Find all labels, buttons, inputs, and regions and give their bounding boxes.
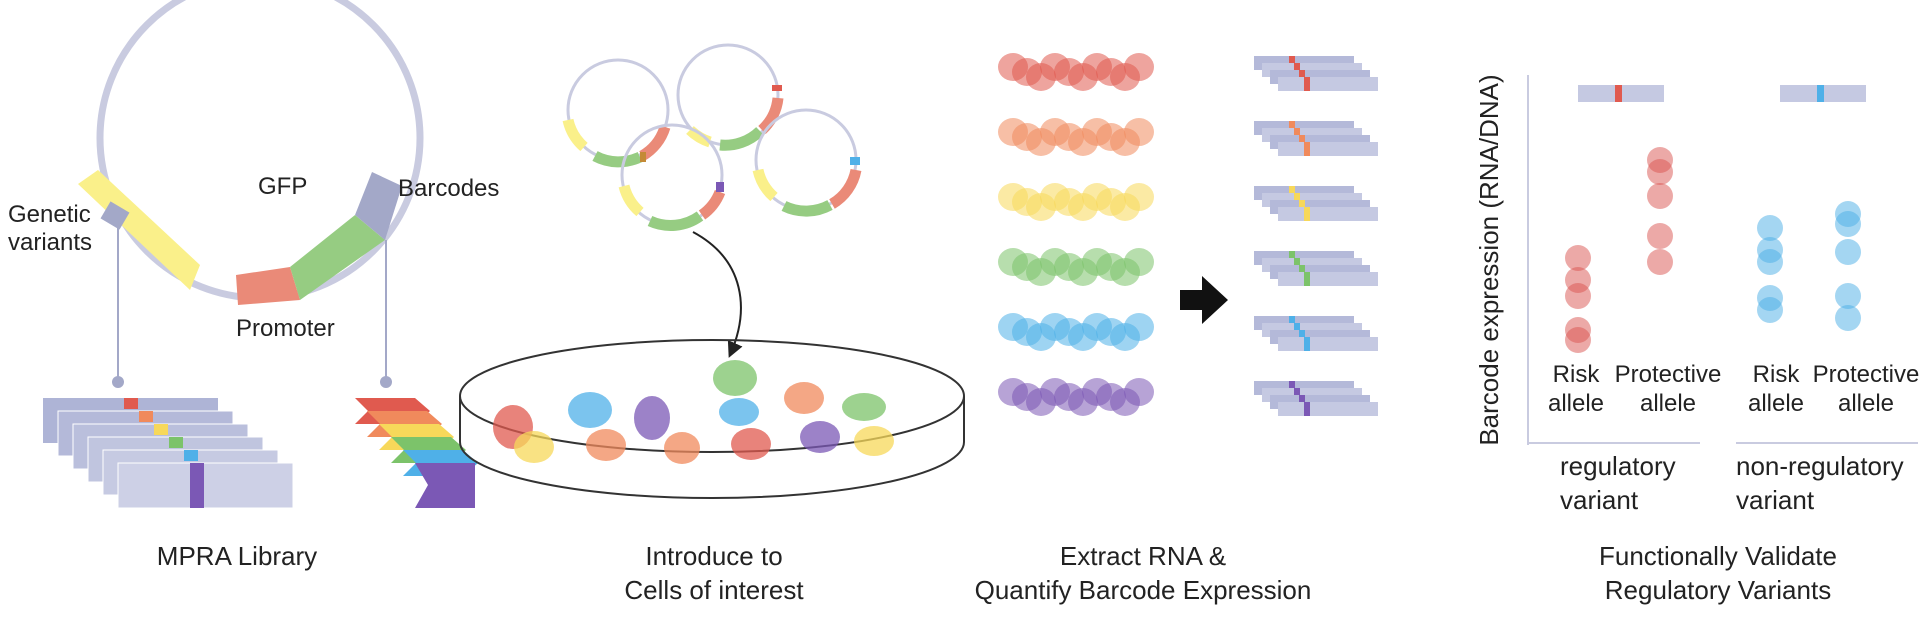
panel-extract-rna: Extract RNA & Quantify Barcode Expressio… bbox=[975, 53, 1378, 605]
cell bbox=[634, 396, 670, 440]
cell bbox=[731, 428, 771, 460]
label-prot-2-line2: allele bbox=[1838, 390, 1894, 417]
caption-validate-line2: Regulatory Variants bbox=[1605, 575, 1831, 605]
dots-risk-regulatory bbox=[1565, 245, 1591, 353]
label-risk-1-line2: allele bbox=[1548, 390, 1604, 417]
cell bbox=[514, 431, 554, 463]
dots-risk-nonregulatory bbox=[1757, 215, 1783, 323]
group1-label-line2: variant bbox=[1560, 485, 1639, 515]
label-gfp: GFP bbox=[258, 173, 307, 200]
cell bbox=[568, 392, 612, 428]
label-genetic-line1: Genetic bbox=[8, 201, 91, 228]
connector-dot bbox=[380, 376, 392, 388]
barcode-stack bbox=[1254, 186, 1378, 221]
label-risk-2-line1: Risk bbox=[1753, 361, 1801, 388]
y-axis-label: Barcode expression (RNA/DNA) bbox=[1474, 74, 1504, 445]
panel-introduce-cells: Introduce to Cells of interest bbox=[459, 43, 965, 605]
process-arrow bbox=[1180, 276, 1228, 324]
gfp-segment bbox=[290, 215, 385, 300]
rna-blob-row bbox=[998, 313, 1154, 351]
rna-blob-row bbox=[998, 53, 1154, 91]
caption-introduce-line2: Cells of interest bbox=[624, 575, 804, 605]
barcode-stack bbox=[1254, 121, 1378, 156]
variant-segment bbox=[78, 170, 200, 290]
dots-protective-nonregulatory bbox=[1835, 201, 1861, 331]
panel-validate: Barcode expression (RNA/DNA) bbox=[1474, 74, 1919, 605]
panel-mpra-library: Genetic variants GFP Barcodes Promoter bbox=[8, 0, 499, 571]
group1-label-line1: regulatory bbox=[1560, 451, 1676, 481]
barcode-chevrons bbox=[355, 398, 478, 508]
rna-blob-row bbox=[998, 378, 1154, 416]
cell bbox=[586, 429, 626, 461]
label-risk-1-line1: Risk bbox=[1553, 361, 1601, 388]
transfection-arrow bbox=[692, 231, 743, 358]
petri-dish bbox=[459, 339, 965, 499]
barcode-stack bbox=[1254, 251, 1378, 286]
label-risk-2-line2: allele bbox=[1748, 390, 1804, 417]
library-sheets bbox=[43, 398, 294, 509]
cell bbox=[719, 398, 759, 426]
rna-blob-row bbox=[998, 183, 1154, 221]
rna-blob-row bbox=[998, 248, 1154, 286]
variant-bar-nonregulatory bbox=[1780, 85, 1866, 102]
group2-label-line2: variant bbox=[1736, 485, 1815, 515]
plasmid-large bbox=[78, 0, 424, 305]
connector-dot bbox=[112, 376, 124, 388]
group2-label-line1: non-regulatory bbox=[1736, 451, 1904, 481]
cell bbox=[842, 393, 886, 421]
label-promoter: Promoter bbox=[236, 315, 335, 342]
dots-protective-regulatory bbox=[1647, 147, 1673, 275]
label-barcodes: Barcodes bbox=[398, 175, 499, 202]
rna-blob-row bbox=[998, 118, 1154, 156]
cell bbox=[854, 426, 894, 456]
cell bbox=[784, 382, 824, 414]
promoter-segment bbox=[236, 267, 300, 305]
cell bbox=[713, 360, 757, 396]
small-plasmids bbox=[562, 43, 862, 231]
cell bbox=[664, 432, 700, 464]
barcode-segment bbox=[355, 172, 402, 240]
caption-validate-line1: Functionally Validate bbox=[1599, 541, 1837, 571]
caption-mpra-library: MPRA Library bbox=[157, 541, 317, 571]
barcode-stack bbox=[1254, 316, 1378, 351]
variant-bar-regulatory bbox=[1578, 85, 1664, 102]
label-prot-1-line1: Protective bbox=[1615, 361, 1722, 388]
barcode-stack bbox=[1254, 381, 1378, 416]
caption-introduce-line1: Introduce to bbox=[645, 541, 782, 571]
label-genetic-line2: variants bbox=[8, 229, 92, 256]
cell bbox=[800, 421, 840, 453]
barcode-stacks bbox=[1254, 56, 1378, 416]
barcode-stack bbox=[1254, 56, 1378, 91]
label-prot-1-line2: allele bbox=[1640, 390, 1696, 417]
caption-extract-line1: Extract RNA & bbox=[1060, 541, 1226, 571]
label-prot-2-line1: Protective bbox=[1813, 361, 1920, 388]
caption-extract-line2: Quantify Barcode Expression bbox=[975, 575, 1312, 605]
rna-rows bbox=[998, 53, 1154, 416]
